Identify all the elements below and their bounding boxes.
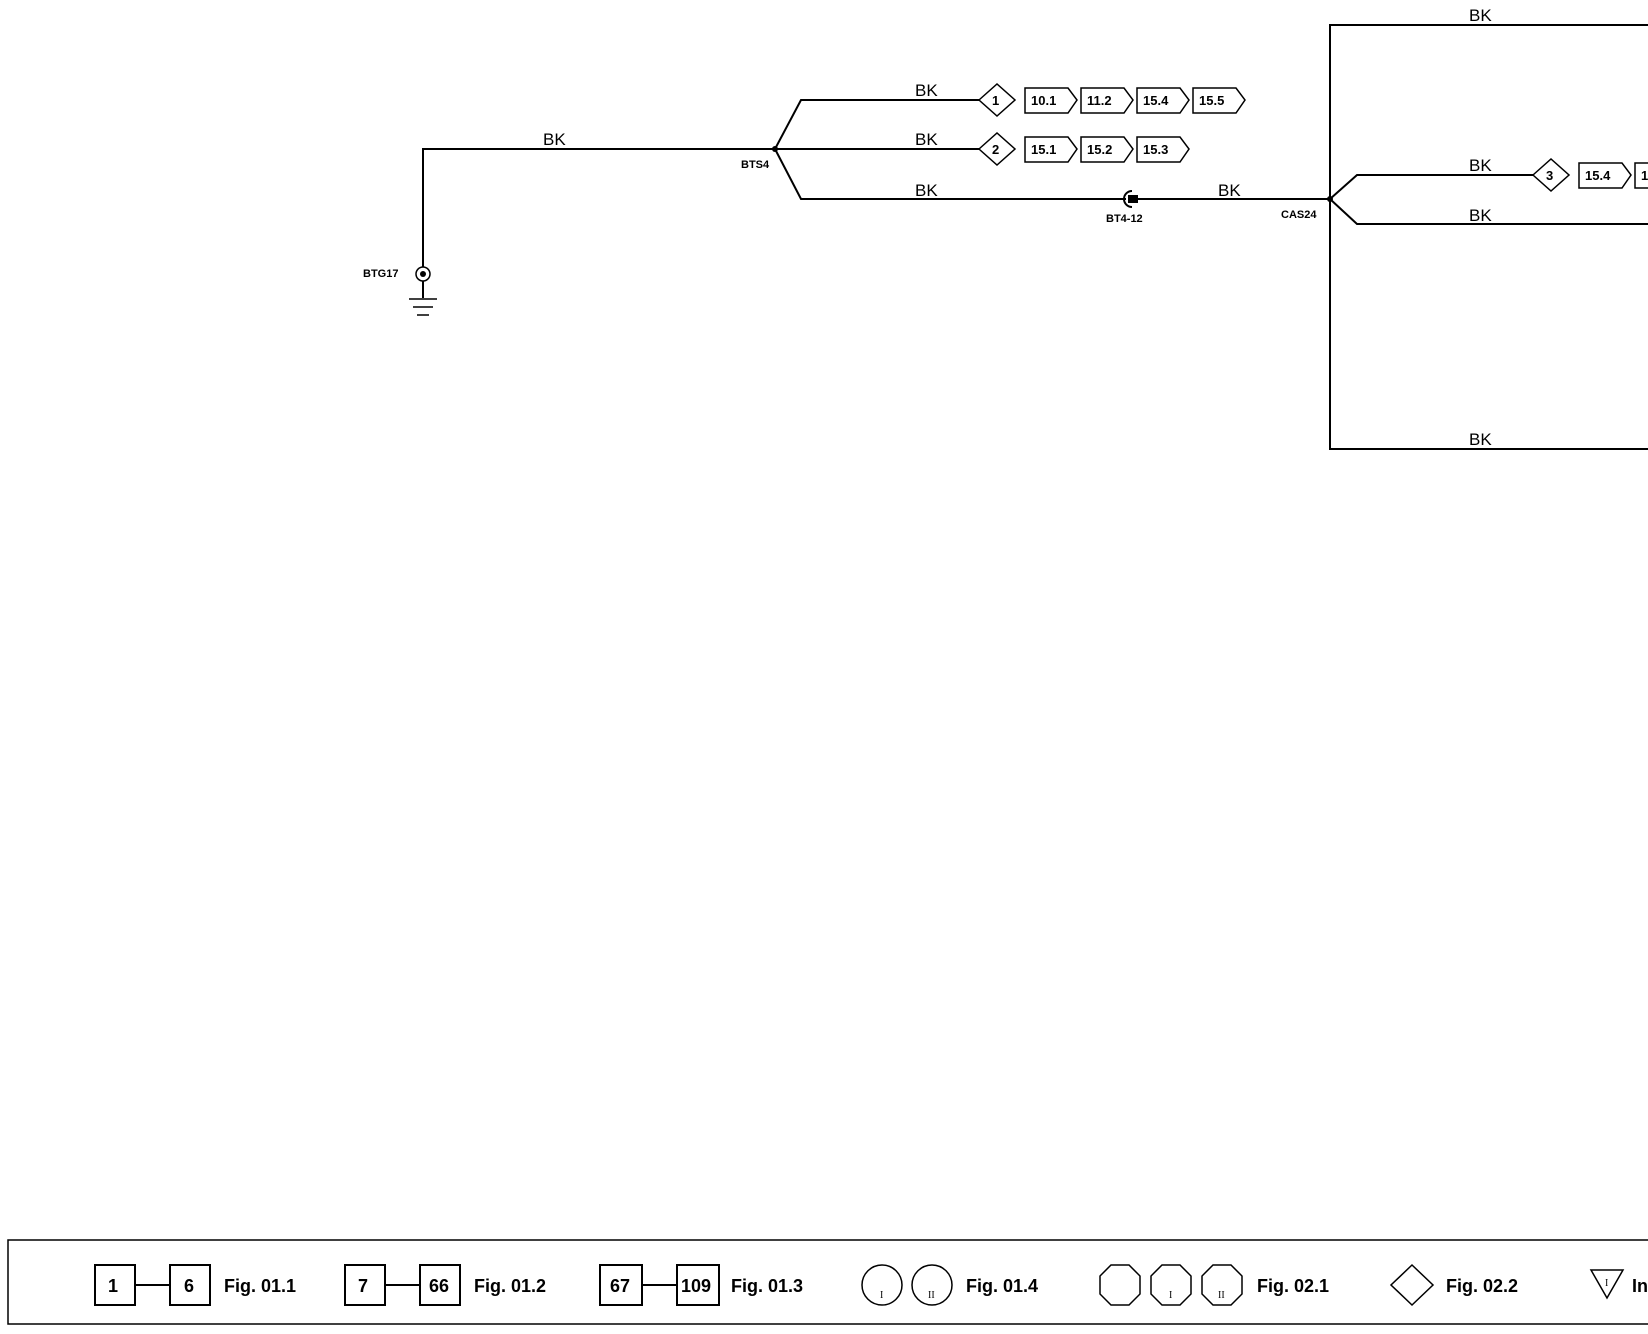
legend-fig: Fig. 01.3 bbox=[731, 1276, 803, 1296]
legend-fig: Fig. 02.1 bbox=[1257, 1276, 1329, 1296]
wire-color-label: BK bbox=[543, 130, 566, 149]
wire-color-label: BK bbox=[915, 81, 938, 100]
ref-tag-label: 15.5 bbox=[1199, 93, 1224, 108]
legend-fig: In bbox=[1632, 1276, 1648, 1296]
ref-tag bbox=[1634, 162, 1648, 189]
ref-tag-label: 15.2 bbox=[1087, 142, 1112, 157]
wire-color-label: BK bbox=[1469, 6, 1492, 25]
ref-tag-label: 15.1 bbox=[1031, 142, 1056, 157]
legend-roman: I bbox=[1605, 1278, 1608, 1289]
legend-roman: II bbox=[1218, 1290, 1225, 1301]
legend-number: 6 bbox=[184, 1276, 194, 1296]
ref-tag bbox=[1578, 162, 1632, 189]
ref-row-2: 2 15.1 15.2 15.3 bbox=[977, 131, 1190, 167]
ref-node-number: 2 bbox=[992, 142, 999, 157]
wire-right-bottom bbox=[1329, 199, 1648, 450]
connector-symbol bbox=[1123, 190, 1138, 208]
wire-right-branch-b bbox=[1329, 198, 1648, 225]
ref-tag bbox=[1080, 136, 1134, 163]
ref-tag bbox=[1080, 87, 1134, 114]
wire-branch-top bbox=[774, 99, 979, 150]
ref-node-number: 3 bbox=[1546, 168, 1553, 183]
ground-symbol bbox=[409, 266, 437, 316]
ref-tag bbox=[1024, 87, 1078, 114]
legend-fig: Fig. 01.2 bbox=[474, 1276, 546, 1296]
ref-node-diamond bbox=[977, 131, 1017, 167]
wire-branch-low bbox=[774, 148, 1126, 200]
ref-tag-label: 11.2 bbox=[1087, 93, 1112, 108]
legend-fig: Fig. 01.1 bbox=[224, 1276, 296, 1296]
wire-right-branch-a bbox=[1329, 174, 1533, 200]
wire-color-label: BK bbox=[915, 130, 938, 149]
ref-tag bbox=[1136, 87, 1190, 114]
legend-fig: Fig. 01.4 bbox=[966, 1276, 1038, 1296]
ref-row-1: 1 10.1 11.2 15.4 15.5 bbox=[977, 82, 1246, 118]
legend-frame bbox=[7, 1239, 1648, 1325]
ref-row-3: 3 15.4 1 bbox=[1531, 157, 1648, 193]
legend-roman: II bbox=[928, 1290, 935, 1301]
wire-color-label: BK bbox=[1469, 156, 1492, 175]
legend-number: 1 bbox=[108, 1276, 118, 1296]
legend-number: 109 bbox=[681, 1276, 711, 1296]
connector-label: BT4-12 bbox=[1106, 213, 1143, 225]
legend-number: 7 bbox=[358, 1276, 368, 1296]
wire-color-label: BK bbox=[915, 181, 938, 200]
ref-tag bbox=[1192, 87, 1246, 114]
ref-tag-label: 15.4 bbox=[1143, 93, 1169, 108]
wire-ground-to-splice bbox=[422, 148, 775, 267]
ref-tag-label: 10.1 bbox=[1031, 93, 1056, 108]
splice-label: CAS24 bbox=[1281, 209, 1317, 221]
ref-tag-label: 1 bbox=[1641, 168, 1648, 183]
ref-node-diamond bbox=[977, 82, 1017, 118]
wire-right-top bbox=[1329, 24, 1648, 199]
ref-tag-label: 15.4 bbox=[1585, 168, 1611, 183]
legend: 1 6 Fig. 01.1 7 66 Fig. 01.2 67 109 Fig.… bbox=[7, 1239, 1648, 1325]
legend-roman: I bbox=[1169, 1290, 1172, 1301]
wire-color-label: BK bbox=[1218, 181, 1241, 200]
ref-tag-label: 15.3 bbox=[1143, 142, 1168, 157]
wire-color-label: BK bbox=[1469, 206, 1492, 225]
ground-label: BTG17 bbox=[363, 268, 398, 280]
legend-number: 67 bbox=[610, 1276, 630, 1296]
legend-roman: I bbox=[880, 1290, 883, 1301]
splice-label: BTS4 bbox=[741, 159, 770, 171]
wire-color-label: BK bbox=[1469, 430, 1492, 449]
legend-fig: Fig. 02.2 bbox=[1446, 1276, 1518, 1296]
ref-node-number: 1 bbox=[992, 93, 999, 108]
legend-number: 66 bbox=[429, 1276, 449, 1296]
ref-tag bbox=[1136, 136, 1190, 163]
ref-tag bbox=[1024, 136, 1078, 163]
ref-node-diamond bbox=[1531, 157, 1571, 193]
